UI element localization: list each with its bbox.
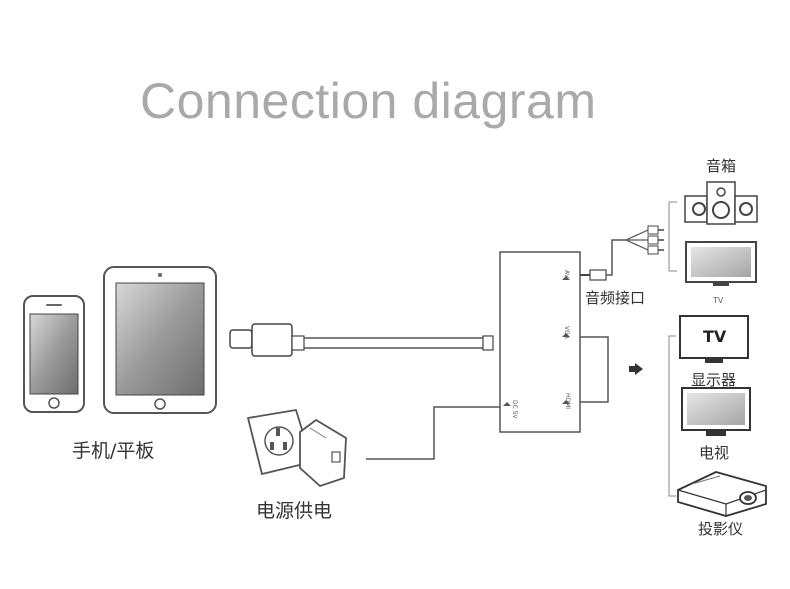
port-label-vga: VGA bbox=[563, 326, 570, 339]
video-output-line bbox=[580, 336, 609, 403]
power-label: 电源供电 bbox=[256, 500, 333, 522]
output-arrow-icon bbox=[629, 363, 643, 375]
audio-jack-label: 音频接口 bbox=[585, 289, 646, 307]
monitor-label: 显示器 bbox=[691, 371, 737, 389]
port-label-av: AV bbox=[563, 270, 570, 278]
tv-small-icon bbox=[685, 241, 757, 286]
projector-label: 投影仪 bbox=[698, 520, 744, 538]
tablet-icon bbox=[103, 266, 217, 414]
speaker-label: 音箱 bbox=[706, 157, 737, 175]
devices-label: 手机/平板 bbox=[72, 440, 155, 462]
power-adapter-icon bbox=[299, 418, 347, 488]
diagram-title: Connection diagram bbox=[140, 73, 597, 129]
television-label: 电视 bbox=[699, 444, 730, 462]
speaker-icon bbox=[684, 181, 758, 225]
tv-small-label: TV bbox=[713, 296, 724, 305]
television-icon bbox=[681, 387, 751, 436]
lightning-cable bbox=[229, 323, 494, 357]
video-bracket bbox=[668, 335, 676, 497]
audio-plug-icon bbox=[580, 225, 664, 281]
monitor-icon bbox=[679, 315, 749, 363]
port-label-dc: DC 5V bbox=[511, 400, 518, 419]
port-label-hdmi: HDMI bbox=[564, 393, 571, 410]
monitor-screen-text: TV bbox=[703, 327, 727, 346]
power-cable bbox=[366, 406, 500, 460]
projector-icon bbox=[677, 471, 767, 517]
phone-icon bbox=[23, 295, 85, 413]
